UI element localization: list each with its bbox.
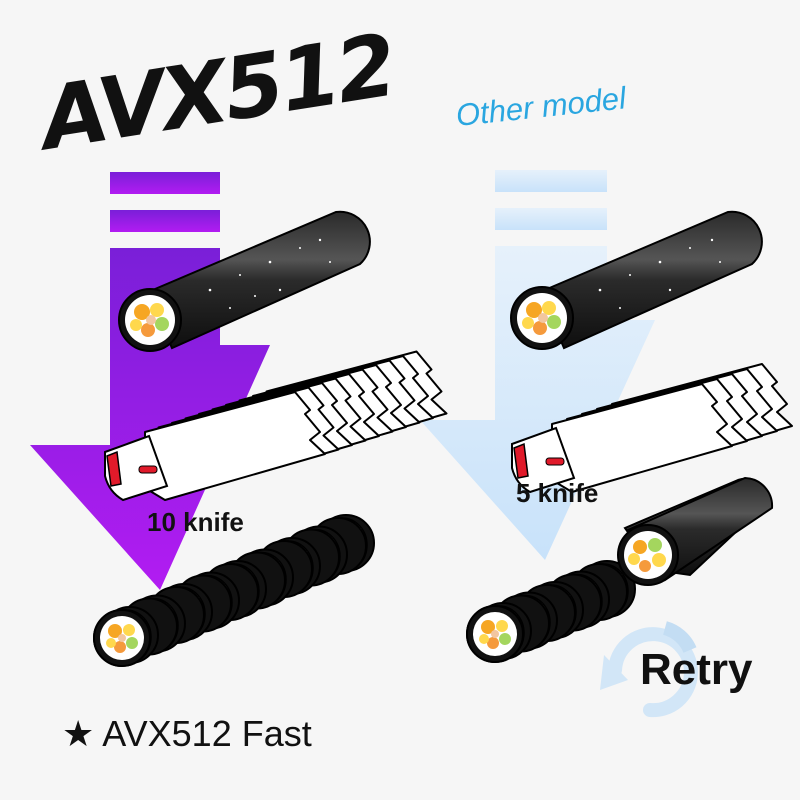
- sushi-roll-icon: [93, 609, 151, 667]
- knife-icon: [511, 383, 733, 494]
- knife-stack-left: [104, 350, 448, 502]
- retry-cycle-icon: [600, 621, 698, 718]
- sliced-roll-right: [466, 560, 636, 663]
- sliced-roll-left: [93, 514, 375, 667]
- arrow-left-shaft: [30, 248, 270, 590]
- sushi-roll-left: [118, 210, 371, 352]
- arrow-left-stripe: [110, 210, 220, 232]
- arrow-left-stripe: [110, 172, 220, 194]
- arrow-right-stripe: [495, 208, 607, 230]
- arrow-right-stripe: [495, 170, 607, 192]
- knife-count-label-right: 5 knife: [516, 478, 599, 508]
- sushi-roll-icon: [617, 524, 679, 586]
- footer-note: ★ AVX512 Fast: [62, 713, 312, 754]
- leftover-roll-right: [617, 476, 774, 586]
- sushi-roll-icon: [118, 288, 182, 352]
- retry-label: Retry: [640, 645, 753, 694]
- knife-icon: [104, 391, 326, 502]
- sushi-roll-right: [510, 210, 763, 350]
- knife-stack-right: [511, 363, 793, 494]
- knife-count-label-left: 10 knife: [147, 507, 244, 537]
- sushi-roll-icon: [466, 605, 524, 663]
- sushi-roll-icon: [510, 286, 574, 350]
- arrow-left: [30, 172, 270, 590]
